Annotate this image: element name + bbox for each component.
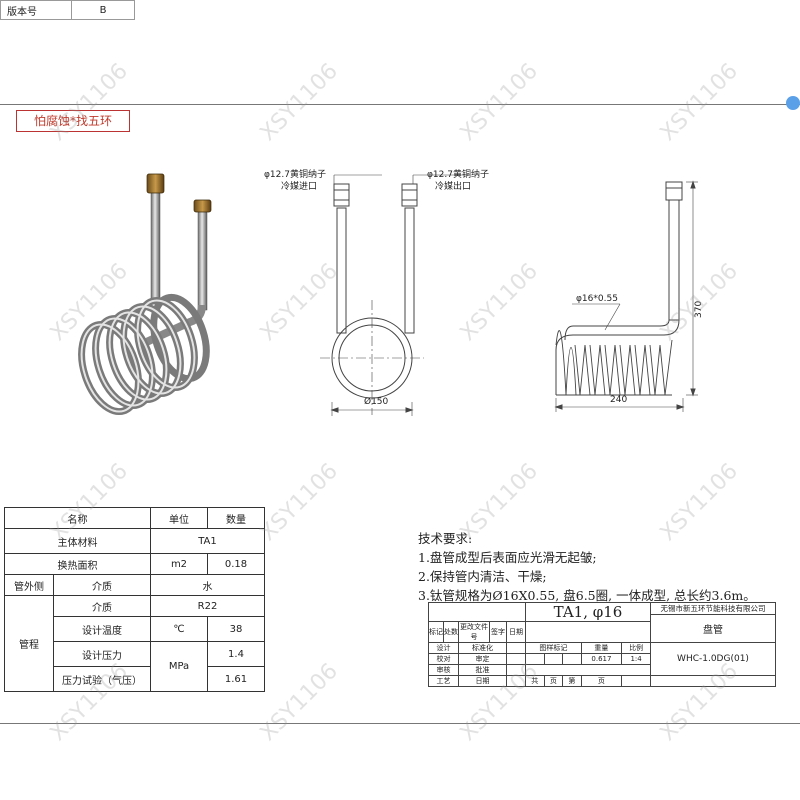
param-shell-medium-name: 介质 bbox=[53, 574, 151, 596]
param-header-unit: 单位 bbox=[150, 507, 208, 529]
param-header-name: 名称 bbox=[4, 507, 151, 529]
param-main-material-value: TA1 bbox=[150, 528, 265, 554]
isometric-coil-view bbox=[78, 173, 212, 416]
side-view bbox=[554, 180, 698, 412]
param-pressure-name: 设计压力 bbox=[53, 641, 151, 667]
tb-review: 审定 bbox=[458, 653, 507, 665]
tb-total: 共 bbox=[525, 675, 545, 687]
tb-weight: 重量 bbox=[580, 642, 623, 654]
title-block: TA1, φ16 无锡市新五环节能科技有限公司 盘管 标记 处数 更改文件号 签… bbox=[428, 602, 776, 687]
param-tube-medium-value: R22 bbox=[150, 595, 265, 617]
drawing-sheet bbox=[0, 104, 800, 724]
param-temp-name: 设计温度 bbox=[53, 616, 151, 642]
requirements-title: 技术要求: bbox=[418, 531, 473, 546]
tb-check: 校对 bbox=[428, 653, 459, 665]
title-material: TA1, φ16 bbox=[525, 602, 651, 622]
requirement-item-2: 2.保持管内清洁、干燥; bbox=[418, 569, 547, 584]
tb-hdr-doc: 更改文件号 bbox=[458, 621, 490, 643]
front-view bbox=[320, 174, 470, 416]
tb-scale-value: 1:4 bbox=[621, 653, 651, 665]
length-dimension: 240 bbox=[610, 395, 628, 405]
param-tube-medium-name: 介质 bbox=[53, 595, 151, 617]
tube-spec-dimension: φ16*0.55 bbox=[576, 294, 618, 304]
tb-stage: 图样标记 bbox=[525, 642, 582, 654]
param-test-value: 1.61 bbox=[207, 666, 265, 692]
tb-date: 日期 bbox=[458, 675, 507, 687]
inlet-fitting-label: φ12.7黄铜纳子 bbox=[264, 170, 326, 180]
coil-diameter-dimension: Ø150 bbox=[364, 397, 389, 407]
param-heat-area-value: 0.18 bbox=[207, 553, 265, 575]
technical-requirements: 技术要求: 1.盘管成型后表面应光滑无起皱; 2.保持管内清洁、干燥; 3.钛管… bbox=[418, 529, 756, 605]
param-temp-value: 38 bbox=[207, 616, 265, 642]
title-drawing-no: WHC-1.0DG(01) bbox=[650, 642, 776, 676]
tb-page2: 页 bbox=[580, 675, 623, 687]
param-header-qty: 数量 bbox=[207, 507, 265, 529]
param-heat-area-name: 换热面积 bbox=[4, 553, 151, 575]
param-main-material-name: 主体材料 bbox=[4, 528, 151, 554]
param-shell-group: 管外侧 bbox=[4, 574, 54, 596]
tb-hdr-date: 日期 bbox=[506, 621, 526, 643]
requirement-item-3: 3.钛管规格为Ø16X0.55, 盘6.5圈, 一体成型, 总长约3.6m。 bbox=[418, 588, 756, 603]
tb-approve: 批准 bbox=[458, 664, 507, 676]
tb-sheet: 第 bbox=[562, 675, 582, 687]
tb-hdr-sign: 签字 bbox=[489, 621, 507, 643]
height-dimension: 370 bbox=[694, 300, 704, 318]
tb-standard: 标准化 bbox=[458, 642, 507, 654]
tb-process: 工艺 bbox=[428, 675, 459, 687]
outlet-label: 冷媒出口 bbox=[435, 182, 472, 192]
tb-audit: 审核 bbox=[428, 664, 459, 676]
param-tube-group: 管程 bbox=[4, 595, 54, 692]
param-pressure-value: 1.4 bbox=[207, 641, 265, 667]
tb-weight-value: 0.617 bbox=[580, 653, 623, 665]
tb-page: 页 bbox=[543, 675, 564, 687]
param-heat-area-unit: m2 bbox=[150, 553, 208, 575]
title-part-name: 盘管 bbox=[650, 614, 776, 643]
inlet-label: 冷媒进口 bbox=[281, 182, 318, 192]
param-pressure-unit: MPa bbox=[150, 641, 208, 692]
parameters-table: 名称 单位 数量 主体材料 TA1 换热面积 m2 0.18 管外侧 介质 水 … bbox=[4, 507, 265, 692]
tb-design: 设计 bbox=[428, 642, 459, 654]
param-temp-unit: ℃ bbox=[150, 616, 208, 642]
title-company: 无锡市新五环节能科技有限公司 bbox=[650, 602, 776, 615]
brand-badge: 怕腐蚀*找五环 bbox=[16, 110, 130, 132]
tb-hdr-count: 处数 bbox=[443, 621, 459, 643]
outlet-fitting-label: φ12.7黄铜纳子 bbox=[427, 170, 489, 180]
revision-table: 版本号 B bbox=[0, 0, 135, 20]
tb-hdr-mark: 标记 bbox=[428, 621, 444, 643]
requirement-item-1: 1.盘管成型后表面应光滑无起皱; bbox=[418, 550, 597, 565]
param-test-name: 压力试验（气压） bbox=[53, 666, 151, 692]
revision-value: B bbox=[71, 0, 135, 20]
param-shell-medium-value: 水 bbox=[150, 574, 265, 596]
tb-scale: 比例 bbox=[621, 642, 651, 654]
window-corner-icon bbox=[786, 96, 800, 110]
